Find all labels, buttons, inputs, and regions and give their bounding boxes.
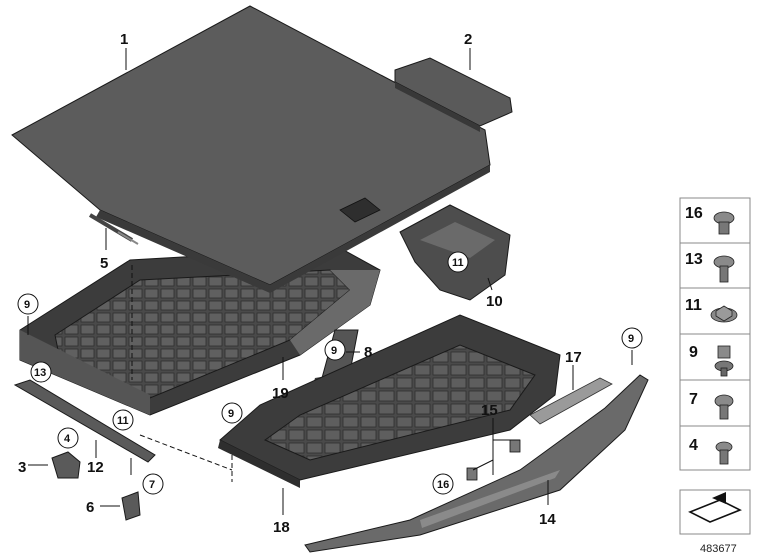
svg-text:13: 13 <box>685 251 703 268</box>
callout-9-right: 9 <box>621 327 643 349</box>
expanding-rivet-icon <box>713 211 735 235</box>
direction-arrow-icon <box>688 492 742 523</box>
push-clip-icon <box>714 345 734 377</box>
svg-text:9: 9 <box>628 333 634 345</box>
svg-text:4: 4 <box>689 437 698 454</box>
callout-16: 16 <box>432 473 454 495</box>
storage-tray <box>218 314 561 488</box>
legend-item-7: 7 <box>689 391 734 420</box>
callout-9-center: 9 <box>324 339 346 361</box>
label-part-6: 6 <box>86 499 94 516</box>
svg-text:9: 9 <box>331 345 337 357</box>
luggage-cover-panel <box>11 5 491 293</box>
callout-13: 13 <box>30 361 52 383</box>
legend-item-13: 13 <box>685 251 735 283</box>
hinge-part <box>121 491 141 521</box>
label-part-1: 1 <box>120 31 128 48</box>
legend-item-11: 11 <box>685 297 738 323</box>
legend-item-4: 4 <box>689 437 733 465</box>
cross-rail <box>13 379 156 463</box>
circled-labels: 9 13 11 4 7 11 9 9 <box>17 251 643 495</box>
label-part-5: 5 <box>100 255 108 272</box>
cover-pad <box>394 57 513 132</box>
svg-text:9: 9 <box>689 344 698 361</box>
arrow-box <box>679 489 751 535</box>
callout-9-left: 9 <box>17 293 39 315</box>
callout-11-bracket: 11 <box>447 251 469 273</box>
label-part-19: 19 <box>272 385 289 402</box>
svg-text:9: 9 <box>24 299 30 311</box>
sill-strip <box>529 377 613 425</box>
flange-screw-icon <box>713 255 735 283</box>
label-part-3: 3 <box>18 459 26 476</box>
hex-flange-nut-icon <box>710 305 738 323</box>
label-part-2: 2 <box>464 31 472 48</box>
svg-text:11: 11 <box>452 257 464 269</box>
part-labels: 1 2 5 10 8 19 17 15 14 18 12 3 6 <box>18 31 582 536</box>
reference-number: 483677 <box>700 543 737 555</box>
callout-9-tray: 9 <box>221 402 243 424</box>
legend-item-16: 16 <box>685 205 735 235</box>
callout-7: 7 <box>142 473 164 495</box>
svg-text:7: 7 <box>689 391 698 408</box>
svg-text:11: 11 <box>685 297 702 314</box>
label-part-10: 10 <box>486 293 503 310</box>
fastener-legend: 16 13 11 9 <box>679 197 751 471</box>
svg-text:7: 7 <box>149 479 155 491</box>
svg-text:16: 16 <box>685 205 703 222</box>
svg-text:11: 11 <box>117 415 129 427</box>
small-screw-icon <box>715 441 733 465</box>
callout-11-rail: 11 <box>112 409 134 431</box>
legend-item-9: 9 <box>689 344 734 377</box>
callout-4: 4 <box>57 427 79 449</box>
luggage-compartment-floor <box>19 247 381 416</box>
torx-screw-icon <box>714 394 734 420</box>
label-part-12: 12 <box>87 459 104 476</box>
label-part-8: 8 <box>364 344 372 361</box>
svg-text:13: 13 <box>34 367 46 379</box>
leader-lines <box>27 48 633 515</box>
label-part-18: 18 <box>273 519 290 536</box>
label-part-17: 17 <box>565 349 582 366</box>
gas-strut <box>88 213 139 245</box>
svg-text:4: 4 <box>64 433 71 445</box>
svg-text:9: 9 <box>228 408 234 420</box>
clip-part <box>51 451 81 479</box>
svg-text:16: 16 <box>437 479 449 491</box>
label-part-14: 14 <box>539 511 556 528</box>
label-part-15: 15 <box>481 402 498 419</box>
loading-sill-trim <box>304 374 649 553</box>
